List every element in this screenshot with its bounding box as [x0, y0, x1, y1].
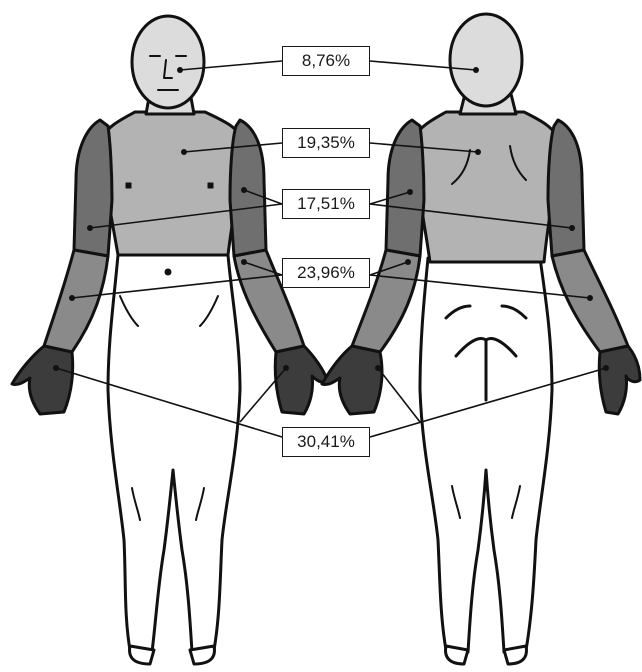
front-right-foot — [190, 646, 214, 664]
back-left-upper-arm — [386, 120, 424, 256]
trunk-percentage-label: 19,35% — [282, 128, 370, 158]
front-legs — [108, 255, 240, 652]
forearm-percentage-label: 23,96% — [282, 258, 370, 288]
upper-arm-percentage-label: 17,51% — [282, 189, 370, 219]
front-left-foot — [130, 646, 154, 664]
front-left-upper-arm — [74, 120, 112, 256]
back-left-hand — [322, 346, 382, 414]
back-figure — [322, 14, 640, 664]
hand-percentage-label: 30,41% — [282, 427, 370, 457]
back-trunk — [412, 112, 560, 262]
front-left-hand — [12, 346, 73, 414]
back-legs — [420, 258, 552, 652]
back-head — [450, 14, 522, 106]
front-right-hand — [275, 346, 328, 414]
front-left-forearm — [44, 250, 108, 352]
back-right-hand — [599, 346, 640, 414]
front-right-upper-arm — [230, 120, 266, 256]
back-left-foot — [446, 646, 468, 664]
head-percentage-label: 8,76% — [282, 46, 370, 76]
back-right-foot — [504, 646, 526, 664]
front-navel — [165, 269, 171, 275]
back-right-upper-arm — [548, 120, 584, 256]
front-left-nipple — [126, 183, 131, 188]
front-right-nipple — [208, 183, 213, 188]
front-head — [132, 16, 204, 108]
front-trunk — [100, 112, 244, 255]
front-figure — [12, 16, 328, 664]
